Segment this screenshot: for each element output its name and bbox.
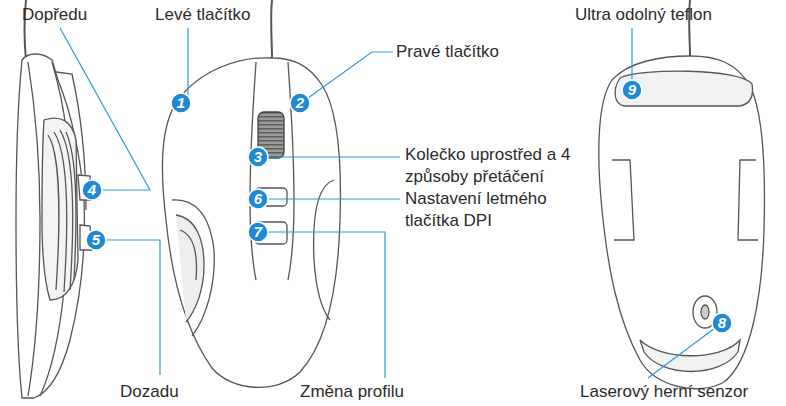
- part-label: Dozadu: [120, 381, 179, 403]
- callout-number: 1: [171, 93, 191, 113]
- callout-number: 8: [712, 313, 732, 333]
- callout-number: 9: [622, 80, 642, 100]
- part-label: Levé tlačítko: [155, 4, 250, 26]
- callout-number: 5: [86, 230, 106, 250]
- callout-number: 2: [290, 93, 310, 113]
- callout-number: 3: [248, 147, 268, 167]
- part-label: Dopředu: [22, 4, 87, 26]
- callout-number: 6: [248, 189, 268, 209]
- callout-number: 7: [248, 222, 268, 242]
- part-label: Ultra odolný teflon: [575, 4, 712, 26]
- part-label: Změna profilu: [300, 381, 404, 403]
- part-label: Laserový herní senzor: [580, 381, 748, 403]
- part-label: Nastavení letmého tlačítka DPI: [405, 188, 565, 232]
- part-label: Kolečko uprostřed a 4 způsoby přetáčení: [405, 144, 573, 188]
- callout-number: 4: [82, 180, 102, 200]
- part-label: Pravé tlačítko: [396, 41, 499, 63]
